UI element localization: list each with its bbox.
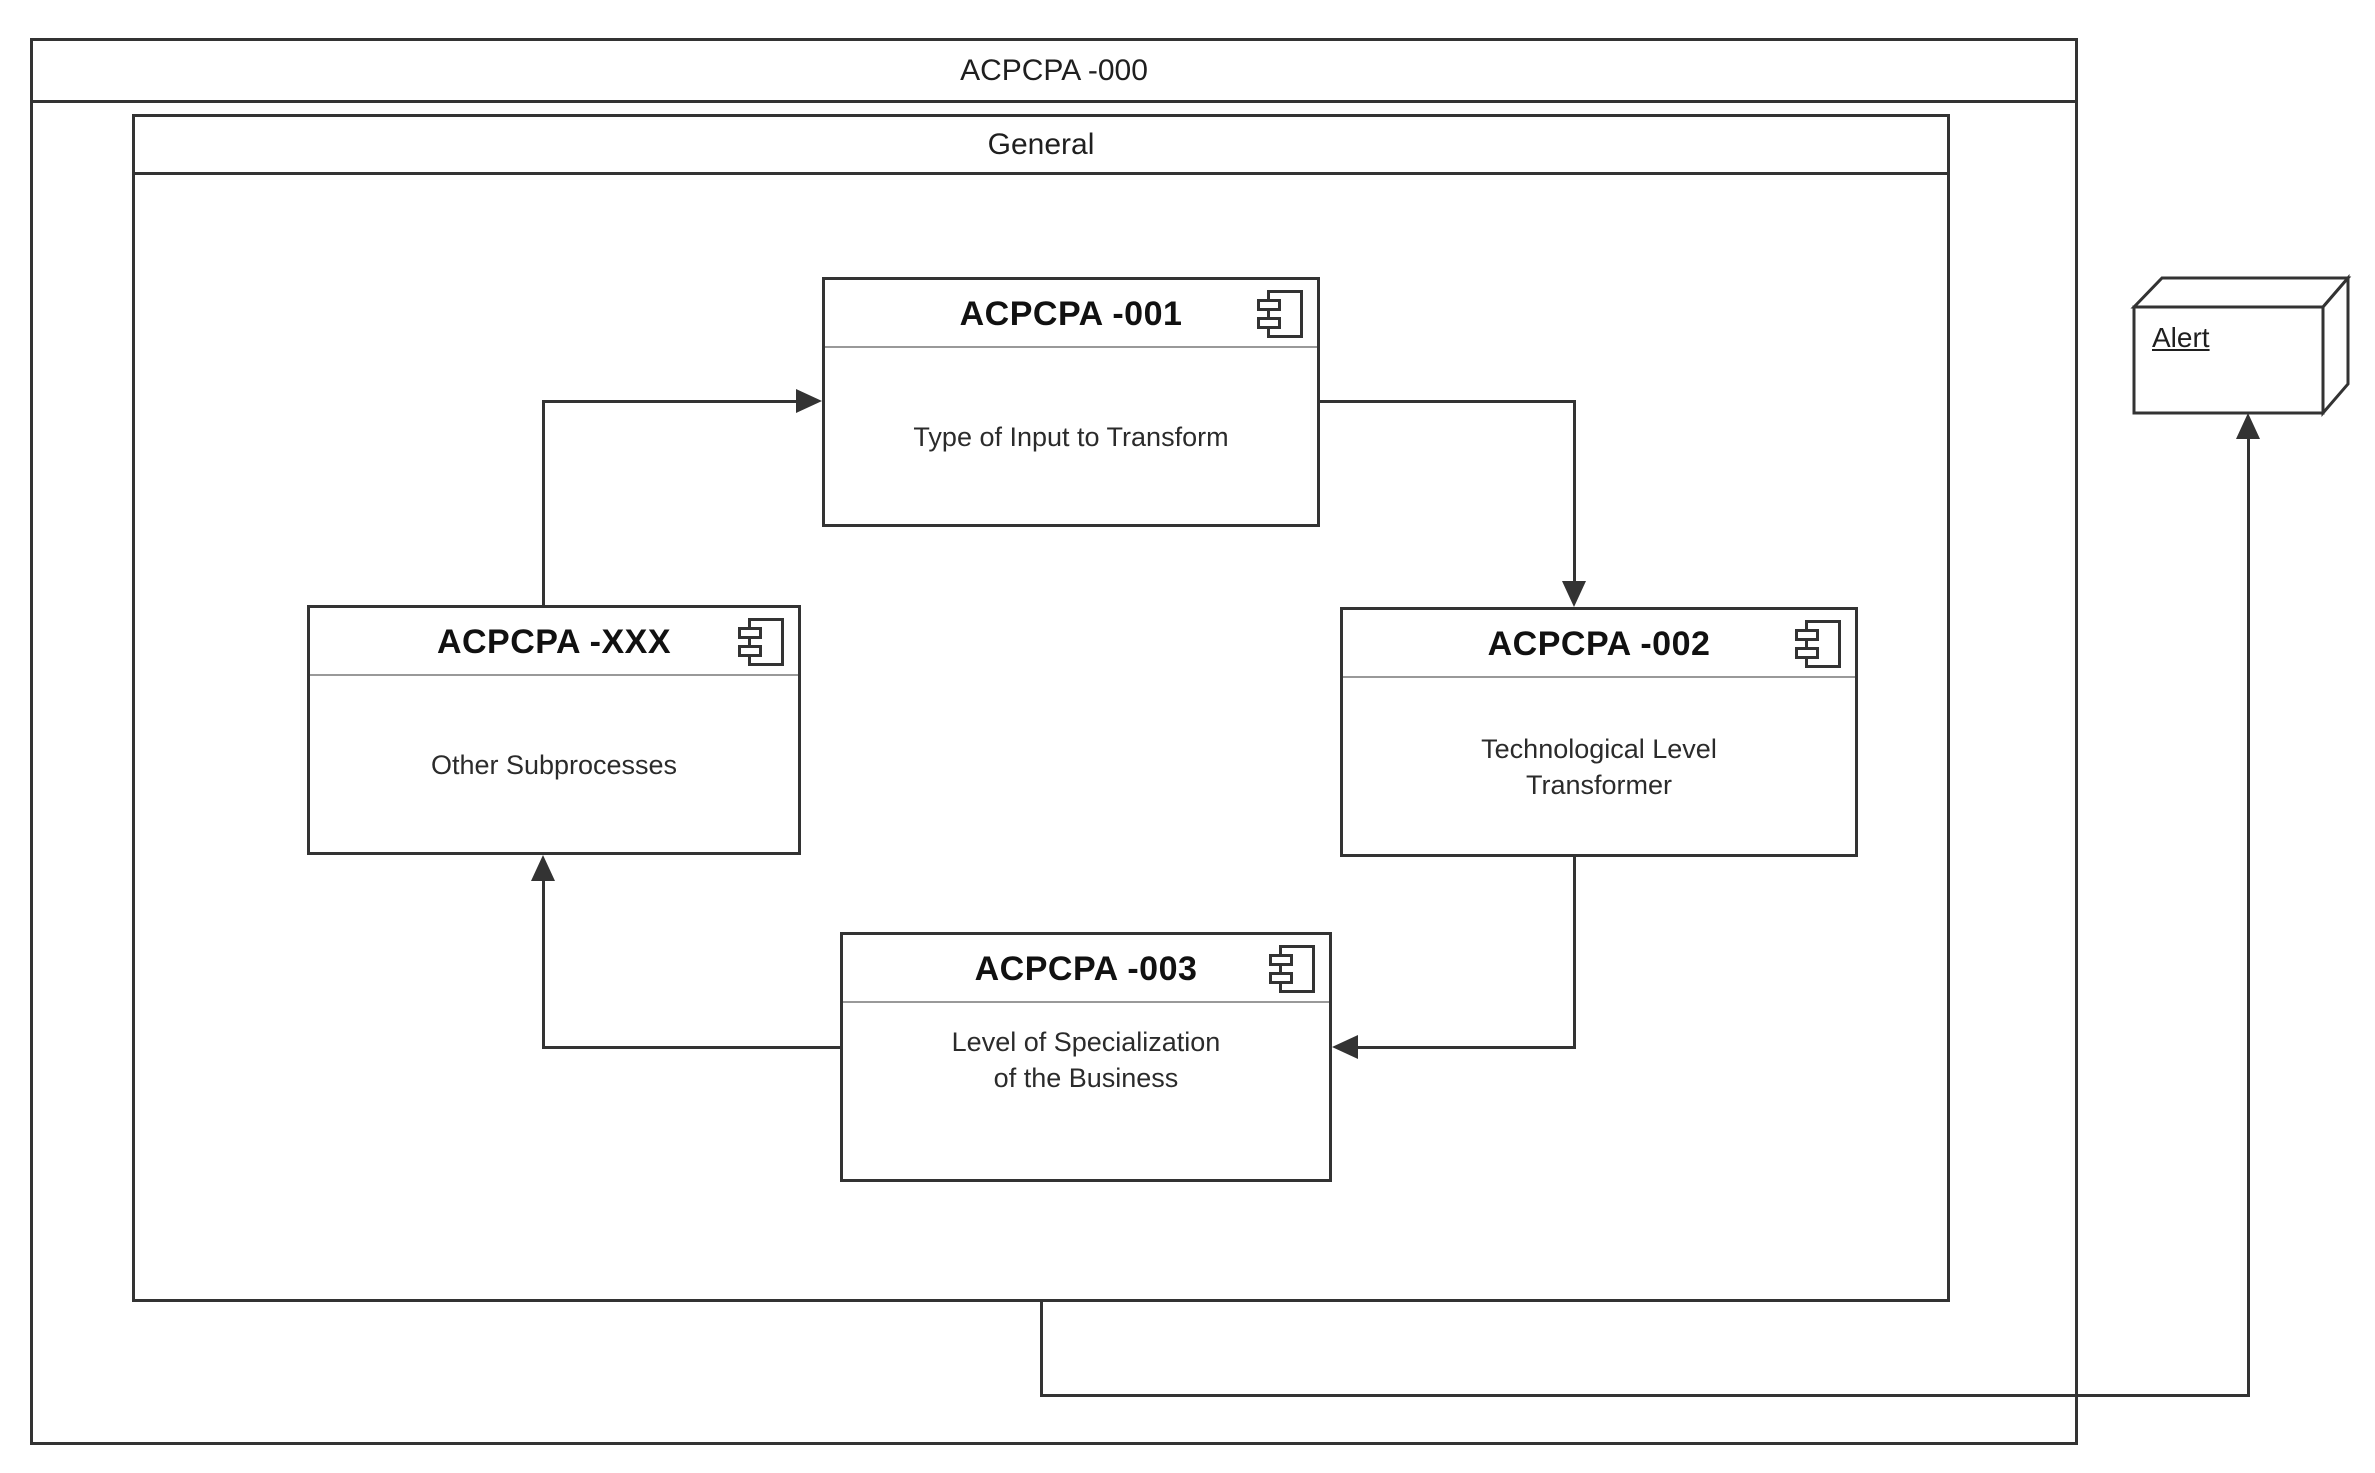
component-icon-tab [738,645,762,657]
edge-segment [1040,1394,2250,1397]
component-icon-tab [1795,647,1819,659]
component-icon-tab [1795,629,1819,641]
component-icon-tab [1269,972,1293,984]
arrowhead-right-icon [796,389,822,413]
component-icon-tab [1257,299,1281,311]
edge-segment [542,400,545,605]
uml-component-icon [1257,290,1303,338]
edge-segment [542,400,798,403]
alert-node-label: Alert [2152,322,2210,353]
edge-segment [1040,1302,1043,1397]
component-acpcpa-003-body: Level of Specialization of the Business [951,1026,1221,1093]
arrowhead-up-icon [2236,413,2260,439]
component-acpcpa-002-header: ACPCPA -002 [1343,610,1855,678]
component-acpcpa-xxx-title: ACPCPA -XXX [436,622,672,661]
component-acpcpa-xxx-body: Other Subprocesses [430,749,678,780]
uml-component-icon [1795,620,1841,668]
edge-segment [1358,1046,1576,1049]
frame-general-title: General [135,117,1947,175]
arrowhead-left-icon [1332,1035,1358,1059]
edge-segment [542,879,545,1049]
frame-acpcpa-000-title: ACPCPA -000 [33,41,2075,103]
component-icon-tab [738,627,762,639]
edge-segment [2247,437,2250,1397]
component-acpcpa-001: ACPCPA -001 Type of Input to Transform [822,277,1320,527]
component-icon-tab [1269,954,1293,966]
edge-segment [1573,400,1576,583]
component-acpcpa-003-title: ACPCPA -003 [974,949,1198,988]
component-icon-tab [1257,317,1281,329]
component-acpcpa-002-body: Technological Level Transformer [1481,733,1717,800]
component-acpcpa-002: ACPCPA -002 Technological Level Transfor… [1340,607,1858,857]
uml-component-icon [1269,945,1315,993]
component-acpcpa-002-title: ACPCPA -002 [1487,624,1711,663]
component-acpcpa-001-body: Type of Input to Transform [913,421,1229,452]
edge-segment [542,1046,840,1049]
component-acpcpa-xxx-header: ACPCPA -XXX [310,608,798,676]
edge-segment [1318,400,1575,403]
alert-node-shape [2130,273,2352,418]
component-acpcpa-003-header: ACPCPA -003 [843,935,1329,1003]
edge-segment [1573,855,1576,1048]
component-icon-rect [1267,290,1303,338]
component-acpcpa-003: ACPCPA -003 Level of Specialization of t… [840,932,1332,1182]
arrowhead-down-icon [1562,581,1586,607]
component-icon-rect [1279,945,1315,993]
component-icon-rect [748,618,784,666]
component-acpcpa-001-title: ACPCPA -001 [959,294,1183,333]
component-acpcpa-xxx: ACPCPA -XXX Other Subprocesses [307,605,801,855]
uml-component-icon [738,618,784,666]
component-acpcpa-001-header: ACPCPA -001 [825,280,1317,348]
arrowhead-up-icon [531,855,555,881]
component-icon-rect [1805,620,1841,668]
